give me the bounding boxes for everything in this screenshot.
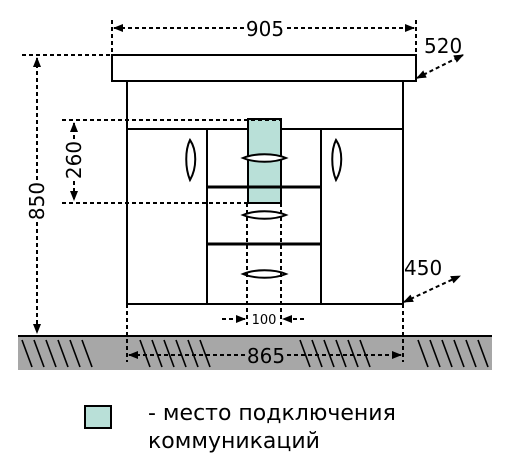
hatch-line — [311, 339, 323, 368]
hatch-line — [417, 339, 429, 368]
left-door-handle — [185, 138, 197, 183]
dimension-label-450: 450 — [404, 256, 442, 280]
drawer-handle-2 — [240, 210, 289, 220]
right-door-handle — [331, 138, 343, 183]
hatch-line — [139, 339, 151, 368]
hatch-line — [465, 339, 477, 368]
hatch-line — [151, 339, 163, 368]
dimension-connection-width: 100 — [222, 313, 304, 328]
hatch-line — [33, 339, 45, 368]
dimension-label-905: 905 — [246, 17, 284, 41]
hatch-line — [299, 339, 311, 368]
legend-text-line1: - место подключения — [148, 401, 396, 426]
legend-swatch — [84, 405, 112, 429]
legend-text-line2: коммуникаций — [148, 429, 320, 454]
hatch-line — [163, 339, 175, 368]
hatch-line — [187, 339, 199, 368]
hatch-line — [323, 339, 335, 368]
hatch-line — [57, 339, 69, 368]
floor — [18, 335, 492, 370]
hatch-line — [347, 339, 359, 368]
dimension-top-width: 905 — [113, 17, 415, 41]
hatch-line — [175, 339, 187, 368]
hatch-line — [335, 339, 347, 368]
extension-lines — [22, 20, 417, 362]
dimension-door-height: 260 — [62, 122, 86, 201]
hatch-line — [69, 339, 81, 368]
countertop — [111, 54, 417, 82]
hatch-line — [453, 339, 465, 368]
dimension-label-865: 865 — [247, 344, 285, 368]
hatch-line — [477, 339, 489, 368]
hatch-line — [21, 339, 33, 368]
hatch-line — [45, 339, 57, 368]
drawer-handle-3 — [240, 269, 289, 279]
dimension-label-850: 850 — [25, 182, 49, 220]
dimension-cabinet-depth: 450 — [403, 256, 461, 303]
hatch-line — [199, 339, 211, 368]
floor-hatch-lines — [21, 339, 489, 368]
floor-hatch-band — [18, 336, 492, 370]
dimension-base-width: 865 — [128, 344, 402, 368]
dimension-total-height: 850 — [25, 57, 49, 334]
hatch-line — [359, 339, 371, 368]
dimension-label-520: 520 — [424, 34, 462, 58]
hatch-line — [441, 339, 453, 368]
hatch-line — [81, 339, 93, 368]
drawer-handle-1 — [240, 153, 289, 163]
dimension-top-depth: 520 — [416, 34, 464, 79]
hatch-line — [429, 339, 441, 368]
dimension-label-100: 100 — [252, 313, 277, 328]
dimension-label-260: 260 — [62, 141, 86, 179]
